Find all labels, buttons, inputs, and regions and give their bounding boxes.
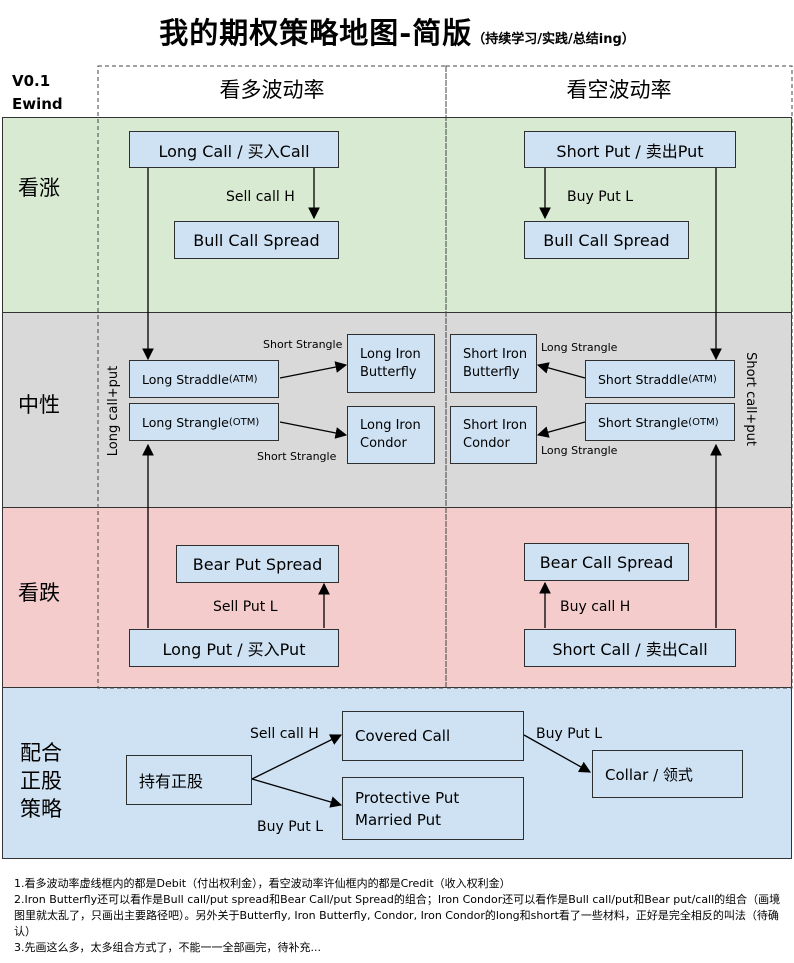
short-strangle-tag: (OTM) bbox=[688, 416, 719, 428]
short-iron-butterfly-line2: Butterfly bbox=[463, 364, 520, 380]
label-short-strangle-a: Short Strangle bbox=[263, 338, 343, 351]
arrow-shortstraddle-to-butterfly bbox=[536, 362, 586, 379]
box-long-put: Long Put / 买入Put bbox=[129, 629, 339, 667]
note-1: 1.看多波动率虚线框内的都是Debit（付出权利金），看空波动率许仙框内的都是C… bbox=[14, 877, 511, 890]
version-number: V0.1 bbox=[12, 72, 51, 90]
column-header-long-vol: 看多波动率 bbox=[219, 78, 325, 102]
box-long-iron-condor: Long Iron Condor bbox=[347, 406, 435, 464]
label-long-strangle-b: Long Strangle bbox=[541, 444, 618, 457]
credit-dashed-frame bbox=[445, 65, 793, 689]
protective-put-line1: Protective Put bbox=[355, 788, 460, 807]
box-bear-call-spread: Bear Call Spread bbox=[524, 543, 689, 581]
row-label-neutral: 中性 bbox=[18, 393, 60, 417]
notes: 1.看多波动率虚线框内的都是Debit（付出权利金），看空波动率许仙框内的都是C… bbox=[14, 876, 784, 956]
box-bull-call-spread-right: Bull Call Spread bbox=[524, 221, 689, 259]
column-header-short-vol: 看空波动率 bbox=[566, 78, 672, 102]
row-label-stock: 配合 正股 策略 bbox=[20, 741, 62, 821]
box-long-iron-butterfly: Long Iron Butterfly bbox=[347, 334, 435, 393]
version-block: V0.1 Ewind bbox=[12, 70, 63, 116]
note-2: 2.Iron Butterfly还可以看作是Bull call/put spre… bbox=[14, 893, 781, 938]
short-strangle-name: Short Strangle bbox=[598, 414, 689, 430]
box-covered-call: Covered Call bbox=[342, 711, 524, 761]
box-short-call: Short Call / 卖出Call bbox=[524, 629, 736, 667]
row-label-bearish: 看跌 bbox=[18, 581, 60, 605]
box-short-put: Short Put / 卖出Put bbox=[524, 131, 736, 168]
short-iron-condor-line1: Short Iron bbox=[463, 418, 528, 433]
arrow-shortstrangle-to-condor bbox=[536, 421, 586, 438]
label-short-strangle-b: Short Strangle bbox=[257, 450, 337, 463]
note-3: 3.先画这么多，太多组合方式了，不能一一全部画完，待补充... bbox=[14, 941, 321, 954]
box-long-strangle: Long Strangle (OTM) bbox=[129, 403, 279, 441]
box-short-iron-condor: Short Iron Condor bbox=[450, 406, 537, 464]
version-author: Ewind bbox=[12, 95, 63, 113]
long-iron-condor-line2: Condor bbox=[360, 436, 407, 451]
box-short-straddle: Short Straddle (ATM) bbox=[585, 360, 735, 398]
long-iron-butterfly-line2: Butterfly bbox=[360, 364, 417, 380]
long-strangle-tag: (OTM) bbox=[228, 416, 260, 428]
row-label-bullish: 看涨 bbox=[18, 176, 60, 200]
short-straddle-tag: (ATM) bbox=[688, 373, 717, 385]
arrow-stock-to-covered bbox=[251, 734, 343, 780]
label-short-call-put: Short call+put bbox=[743, 352, 758, 446]
box-short-iron-butterfly: Short Iron Butterfly bbox=[450, 334, 537, 393]
long-iron-condor-line1: Long Iron bbox=[360, 418, 421, 433]
arrow-stock-to-protective bbox=[251, 778, 343, 808]
label-buy-put-l-collar: Buy Put L bbox=[536, 726, 603, 742]
box-long-straddle: Long Straddle (ATM) bbox=[129, 360, 279, 398]
label-sell-call-h-stock: Sell call H bbox=[250, 726, 319, 742]
box-long-call: Long Call / 买入Call bbox=[129, 131, 339, 168]
arrow-strangle-to-condor bbox=[279, 421, 348, 439]
box-protective-put: Protective Put Married Put bbox=[342, 777, 524, 840]
label-buy-put-l-stock: Buy Put L bbox=[257, 819, 324, 835]
box-hold-stock: 持有正股 bbox=[126, 755, 252, 805]
label-buy-call-h: Buy call H bbox=[560, 599, 631, 615]
arrow-covered-to-collar bbox=[523, 734, 592, 773]
long-iron-butterfly-line1: Long Iron bbox=[360, 346, 421, 362]
label-buy-put-l-top: Buy Put L bbox=[567, 189, 634, 205]
box-short-strangle: Short Strangle (OTM) bbox=[585, 403, 735, 441]
arrow-straddle-to-butterfly bbox=[279, 361, 348, 379]
long-strangle-name: Long Strangle bbox=[142, 414, 229, 430]
short-straddle-name: Short Straddle bbox=[598, 371, 689, 387]
box-collar: Collar / 领式 bbox=[592, 750, 743, 798]
label-long-strangle-a: Long Strangle bbox=[541, 341, 618, 354]
title-main: 我的期权策略地图-简版 bbox=[159, 16, 473, 50]
short-iron-butterfly-line1: Short Iron bbox=[463, 346, 528, 362]
long-straddle-name: Long Straddle bbox=[142, 371, 229, 387]
label-long-call-put: Long call+put bbox=[106, 365, 121, 457]
box-bear-put-spread: Bear Put Spread bbox=[176, 545, 339, 583]
page-title: 我的期权策略地图-简版（持续学习/实践/总结ing） bbox=[0, 10, 794, 52]
label-sell-call-h-top: Sell call H bbox=[226, 189, 295, 205]
long-straddle-tag: (ATM) bbox=[228, 373, 258, 385]
title-subtitle: （持续学习/实践/总结ing） bbox=[472, 32, 635, 47]
short-iron-condor-line2: Condor bbox=[463, 436, 510, 451]
box-bull-call-spread-left: Bull Call Spread bbox=[174, 221, 339, 259]
label-sell-put-l: Sell Put L bbox=[213, 599, 278, 615]
protective-put-line2: Married Put bbox=[355, 810, 442, 829]
